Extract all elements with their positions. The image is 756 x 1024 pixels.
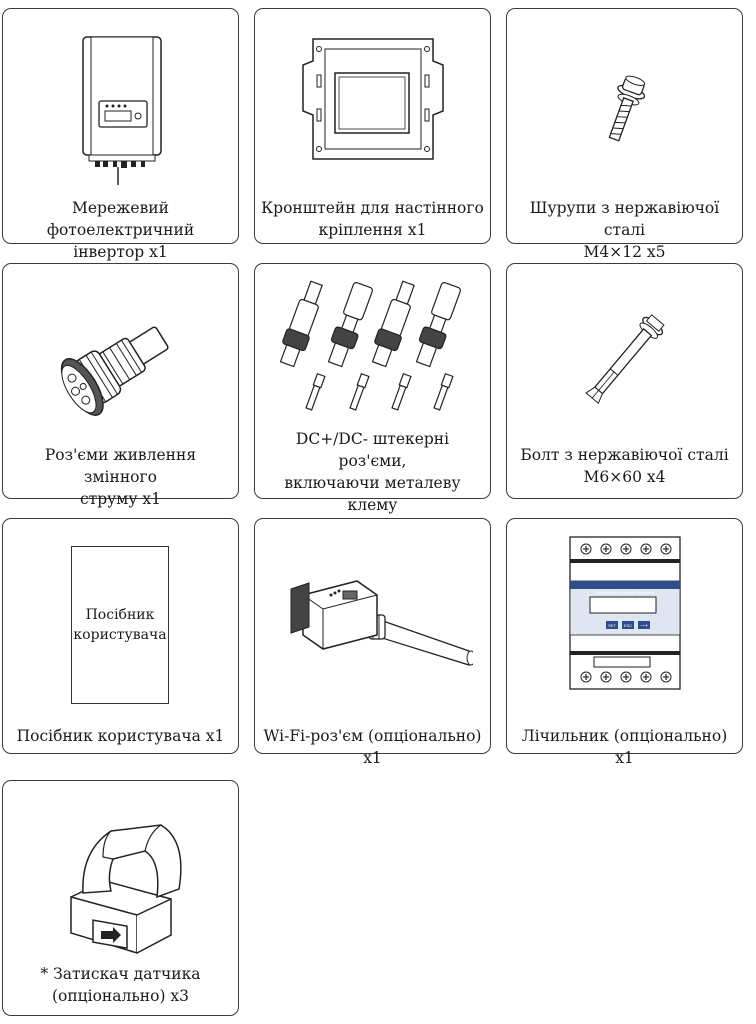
wall-bracket-icon: [301, 38, 444, 160]
item-caption: * Затискач датчика (опціонально) х3: [40, 965, 201, 1005]
ct-clamp-icon: [69, 824, 182, 955]
item-caption: Лічильник (опціонально) х1: [521, 727, 728, 767]
screw-icon: [608, 75, 645, 142]
meter-esc-button: ESC: [623, 623, 631, 628]
item-caption: Кронштейн для настінного кріплення х1: [261, 199, 484, 239]
item-card-dc-connectors: DC+/DC- штекерні роз'єми, включаючи мета…: [254, 263, 491, 536]
meter-label: Трифазний розумний лічильник: [595, 590, 654, 595]
item-caption: Роз'єми живлення змінного струму х1: [44, 446, 197, 508]
dc-connectors-icon: [279, 280, 461, 411]
item-card-meter: Трифазний розумний лічильник SET ESC ⟶ Л…: [506, 518, 743, 767]
meter-arrow-button: ⟶: [640, 623, 647, 629]
item-card-bolt: Болт з нержавіючої сталі М6×60 х4: [506, 263, 743, 499]
manual-cover-title: Посібник користувача: [73, 607, 167, 643]
meter-set-button: SET: [608, 623, 616, 628]
item-card-bracket: Кронштейн для настінного кріплення х1: [254, 8, 491, 244]
item-card-manual: Посібник користувача Посібник користувач…: [2, 518, 239, 754]
item-card-inverter: Мережевий фотоелектричний інвертор х1: [2, 8, 239, 261]
ac-connector-icon: [60, 326, 169, 416]
inverter-icon: [81, 36, 162, 185]
item-caption: Мережевий фотоелектричний інвертор х1: [46, 199, 195, 261]
item-caption: Шурупи з нержавіючої сталі М4×12 х5: [529, 199, 720, 261]
item-card-ct-clamp: * Затискач датчика (опціонально) х3: [2, 780, 239, 1016]
expansion-bolt-icon: [584, 314, 665, 405]
manual-icon: Посібник користувача: [71, 546, 169, 704]
wifi-plug-icon: [290, 580, 473, 666]
item-caption: Посібник користувача х1: [16, 727, 225, 745]
meter-icon: Трифазний розумний лічильник SET ESC ⟶: [568, 536, 681, 690]
item-card-wifi: Wi-Fi-роз'єм (опціонально) х1: [254, 518, 491, 767]
item-card-screws: Шурупи з нержавіючої сталі М4×12 х5: [506, 8, 743, 261]
item-caption: Болт з нержавіючої сталі М6×60 х4: [520, 446, 729, 486]
item-card-ac-connector: Роз'єми живлення змінного струму х1: [2, 263, 239, 508]
item-caption: Wi-Fi-роз'єм (опціонально) х1: [263, 727, 482, 767]
